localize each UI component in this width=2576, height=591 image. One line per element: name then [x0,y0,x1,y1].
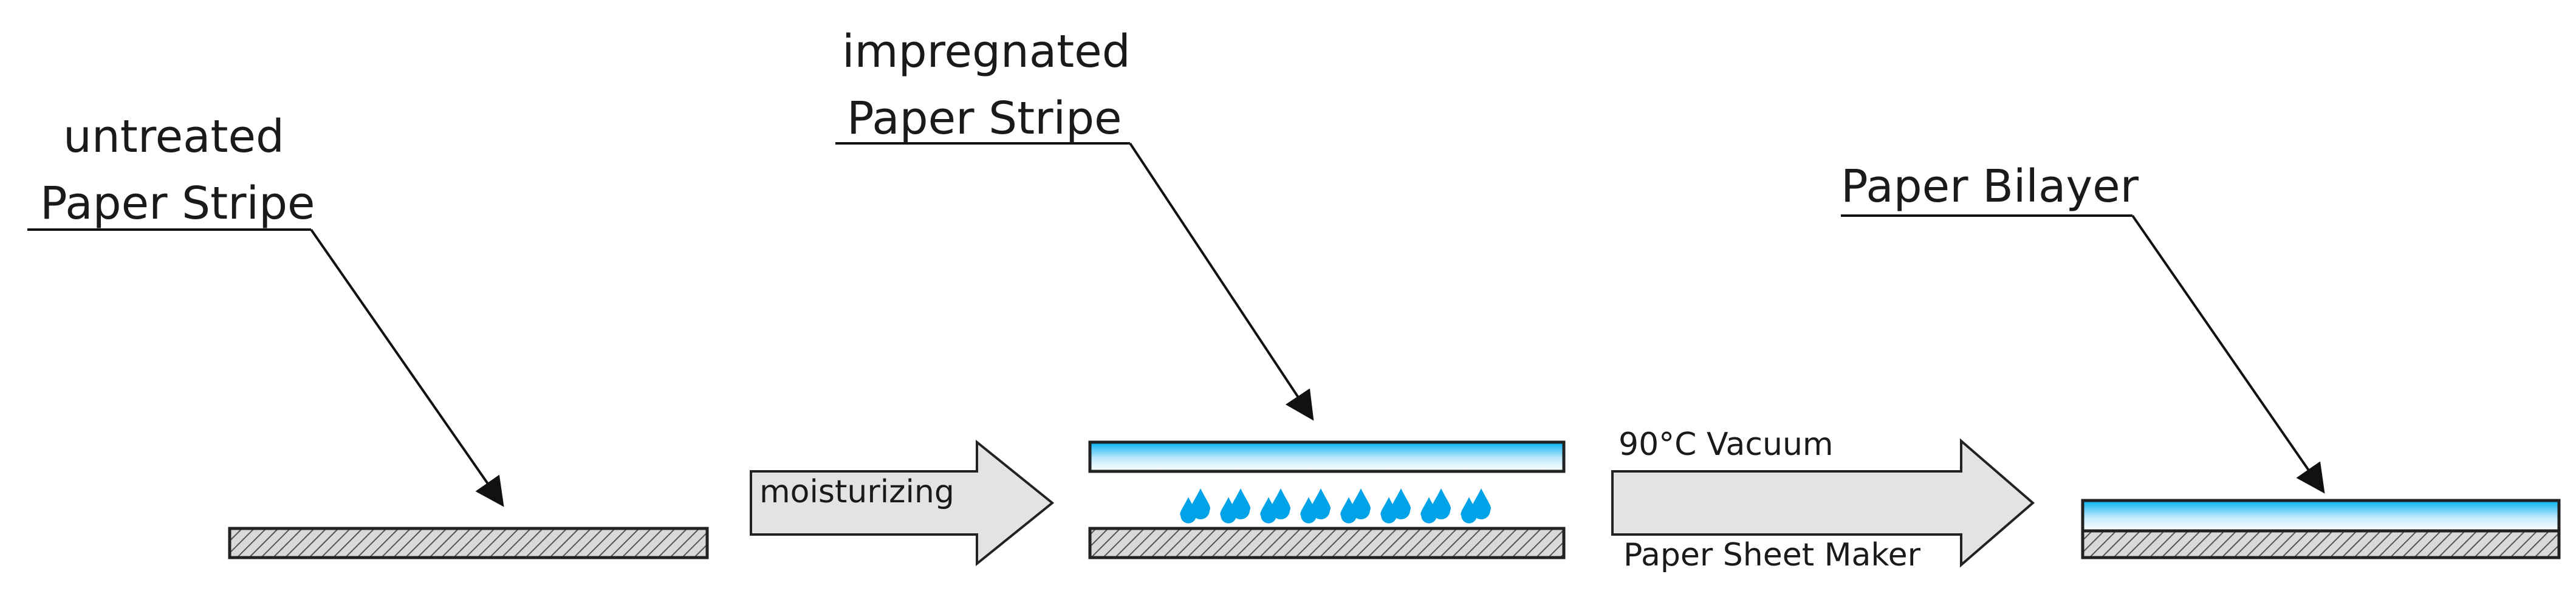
droplet-shape [1230,488,1251,519]
droplet-shape [1270,488,1291,519]
untreated-label-line2: Paper Stripe [40,177,315,230]
droplet-shape [1380,497,1397,524]
bilayer-blue-layer [2081,499,2561,533]
impregnated-paper-stripe [1088,440,1566,473]
vacuum-label: 90°C Vacuum [1619,426,1834,463]
droplet-shape [1310,488,1331,519]
droplet-shape [1260,497,1277,524]
water-droplet-icon [1180,488,1211,524]
droplet-shape [1391,488,1411,519]
droplet-shape [1220,497,1237,524]
impregnated-leader-line [1129,142,1314,421]
water-droplet-icon [1380,488,1411,524]
droplet-shape [1431,488,1451,519]
droplet-shape [1471,488,1492,519]
droplet-shape [1420,497,1437,524]
moisturizing-arrow [750,439,1055,567]
untreated-label-line1: untreated [63,111,285,163]
untreated-paper-stripe [228,527,709,559]
water-droplet-icon [1220,488,1251,524]
impregnated-label-line2: Paper Stripe [847,92,1122,145]
bilayer-leader-line [2131,214,2325,494]
moisturizing-label: moisturizing [759,474,954,510]
water-droplet-icon [1340,488,1371,524]
droplet-shape [1190,488,1211,519]
base-paper-stripe [1088,527,1566,559]
impregnated-label-line1: impregnated [842,26,1131,78]
droplet-shape [1351,488,1371,519]
water-droplet-icon [1260,488,1291,524]
droplet-shape [1461,497,1478,524]
droplet-shape [1180,497,1197,524]
sheet-maker-label: Paper Sheet Maker [1623,537,1921,573]
bilayer-paper-layer [2081,529,2561,559]
vacuum-press-arrow [1611,438,2035,568]
water-droplet-icon [1461,488,1492,524]
water-droplets [1180,488,1492,524]
water-droplet-icon [1300,488,1331,524]
droplet-shape [1340,497,1357,524]
droplet-shape [1300,497,1317,524]
bilayer-label: Paper Bilayer [1841,160,2139,213]
water-droplet-icon [1420,488,1451,524]
untreated-leader-line [310,228,504,507]
